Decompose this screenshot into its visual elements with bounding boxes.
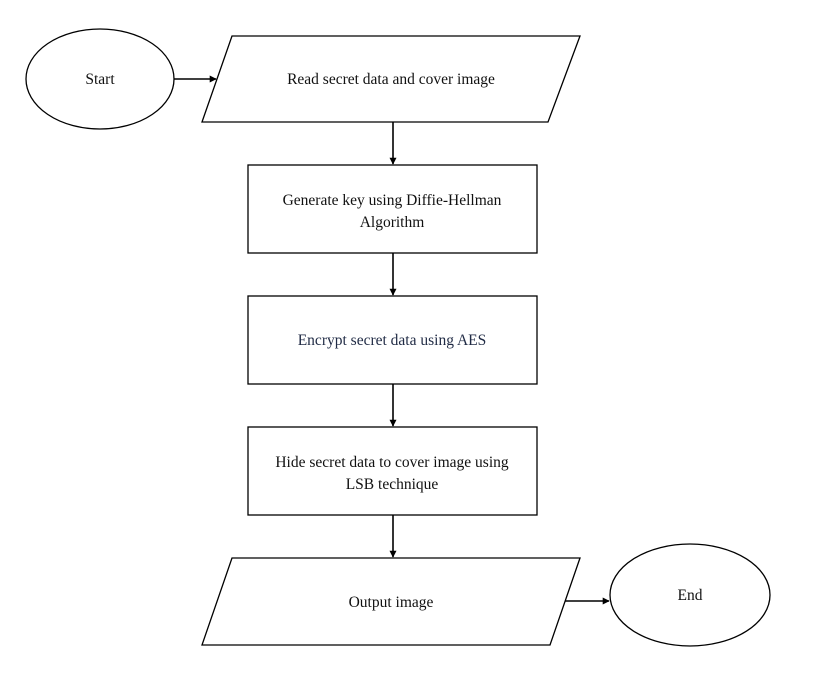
output-node: Output image — [201, 557, 581, 646]
hide-data-node: Hide secret data to cover image using LS… — [247, 426, 538, 516]
generate-key-label-line2: Algorithm — [360, 214, 425, 231]
generate-key-label-line1: Generate key using Diffie-Hellman — [283, 192, 502, 209]
hide-data-label-line1: Hide secret data to cover image using — [275, 454, 509, 471]
encrypt-node: Encrypt secret data using AES — [247, 295, 538, 385]
output-label: Output image — [349, 594, 434, 611]
read-input-label: Read secret data and cover image — [287, 71, 495, 88]
hide-data-label-line2: LSB technique — [346, 476, 439, 493]
start-label: Start — [85, 71, 115, 88]
start-node: Start — [25, 28, 175, 130]
generate-key-node: Generate key using Diffie-Hellman Algori… — [247, 164, 538, 254]
end-label: End — [678, 587, 703, 604]
encrypt-label: Encrypt secret data using AES — [298, 332, 487, 349]
read-input-node: Read secret data and cover image — [201, 35, 581, 123]
end-node: End — [609, 543, 771, 647]
